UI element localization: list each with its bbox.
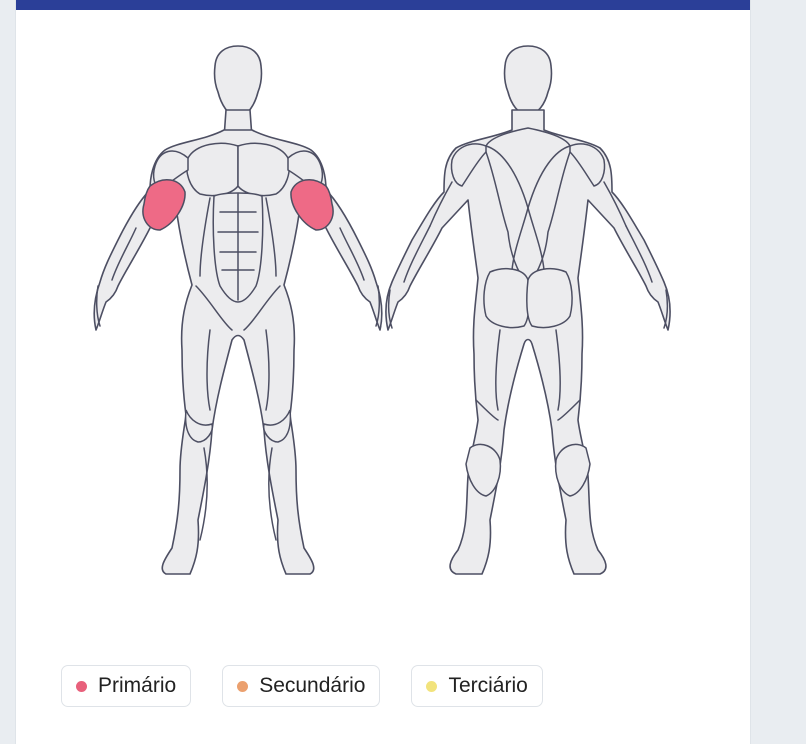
legend-primary: Primário (61, 665, 192, 707)
legend-tertiary-label: Terciário (448, 674, 528, 697)
legend: Primário Secundário Terciário (61, 665, 543, 707)
secondary-dot-icon (237, 680, 249, 692)
card-header-bar (16, 0, 750, 10)
front-body (93, 45, 383, 575)
back-body (385, 45, 671, 575)
legend-primary-label: Primário (98, 674, 177, 697)
muscle-map (93, 45, 671, 575)
tertiary-dot-icon (426, 680, 438, 692)
primary-dot-icon (76, 680, 87, 692)
muscle-card: Primário Secundário Terciário (16, 0, 750, 744)
legend-secondary: Secundário (222, 665, 381, 707)
legend-tertiary: Terciário (411, 665, 543, 707)
right-biceps (290, 179, 334, 231)
left-biceps (142, 179, 186, 231)
legend-secondary-label: Secundário (259, 674, 366, 697)
